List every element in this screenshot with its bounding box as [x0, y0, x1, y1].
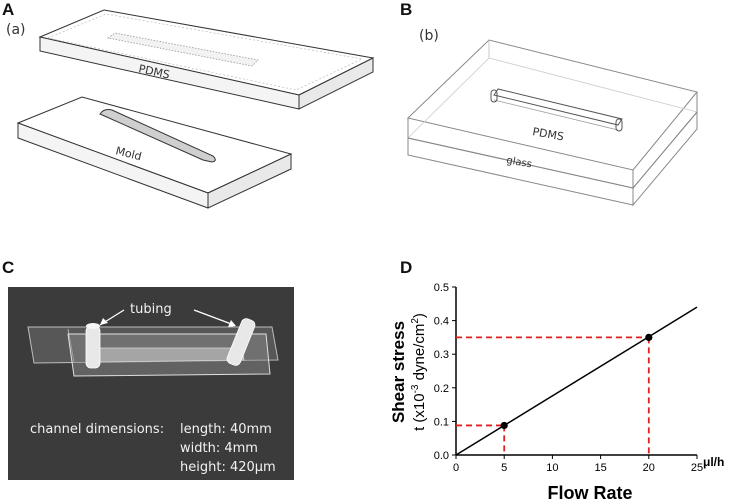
- x-axis-unit: μl/h: [703, 455, 724, 469]
- y-tick-label: 0.4: [434, 316, 449, 328]
- highlight-guides: [456, 336, 650, 455]
- panel-letter-c: C: [2, 258, 15, 277]
- y-tick-label: 0.5: [434, 282, 449, 294]
- chip-inlet-port: [490, 89, 498, 103]
- y-tick-label: 0.2: [434, 383, 449, 395]
- tube-right: [226, 318, 256, 366]
- highlight-points: [500, 333, 653, 430]
- panel-a-sublabel: (a): [6, 22, 26, 38]
- chip-outlet-port: [615, 118, 623, 132]
- mold-slab-side: [207, 153, 292, 209]
- chip-pdms-bottom-edge: [407, 111, 698, 189]
- channel-photo: [97, 347, 245, 363]
- mold-label-a: Mold: [114, 144, 143, 163]
- pdms-slab-side: [298, 57, 374, 110]
- panel-letter-d: D: [400, 258, 413, 277]
- x-tick-label: 20: [643, 462, 655, 474]
- x-tick-label: 10: [546, 462, 558, 474]
- y-axis-label-unit: t (x10-3 dyne/cm2): [410, 313, 428, 431]
- pdms-channel-imprint: [107, 32, 259, 67]
- y-axis-label-main: Shear stress: [389, 321, 408, 423]
- width-label: width: 4mm: [180, 441, 258, 456]
- pdms-slab-inner-edge: [46, 13, 364, 91]
- highlight-point: [500, 421, 508, 430]
- panel-a-diagram: (a) PDMS Mold: [6, 9, 375, 209]
- highlight-point: [645, 333, 653, 341]
- mold-channel-ridge: [99, 109, 216, 163]
- tubing-label: tubing: [130, 302, 172, 317]
- y-tick-label: 0.3: [434, 349, 449, 361]
- y-tick-label: 0.1: [434, 416, 449, 428]
- pdms-label-b: PDMS: [531, 125, 564, 143]
- x-tick-label: 0: [453, 462, 459, 474]
- tubing-arrow-right: [193, 309, 235, 326]
- chip-glass-front: [407, 137, 634, 206]
- pdms-label-a: PDMS: [137, 62, 171, 81]
- x-tick-label: 5: [501, 462, 507, 474]
- x-tick-label: 15: [594, 462, 606, 474]
- x-axis-label: Flow Rate: [547, 483, 632, 503]
- chip-pdms-top: [406, 39, 698, 171]
- chip-channel: [493, 88, 623, 126]
- x-tick-label: 25: [691, 462, 703, 474]
- tube-left: [85, 323, 101, 369]
- panel-b-diagram: (b) PDMS glass: [406, 28, 698, 207]
- chip-glass-side: [632, 110, 698, 207]
- panel-c-photo: tubing channel dimensions: length: 40mm …: [8, 287, 294, 480]
- panel-letter-a: A: [2, 0, 15, 19]
- panel-b-sublabel: (b): [419, 28, 439, 44]
- y-ticks: 0.0 0.1 0.2 0.3 0.4 0.5: [434, 282, 456, 462]
- y-tick-label: 0.0: [434, 450, 449, 462]
- length-label: length: 40mm: [180, 422, 272, 437]
- shear-stress-line: [455, 306, 698, 456]
- height-label: height: 420μm: [180, 460, 276, 475]
- x-ticks: 0 5 10 15 20 25: [453, 455, 703, 474]
- dims-label: channel dimensions:: [30, 422, 164, 437]
- panel-letter-b: B: [400, 0, 413, 19]
- glass-label-b: glass: [505, 155, 532, 170]
